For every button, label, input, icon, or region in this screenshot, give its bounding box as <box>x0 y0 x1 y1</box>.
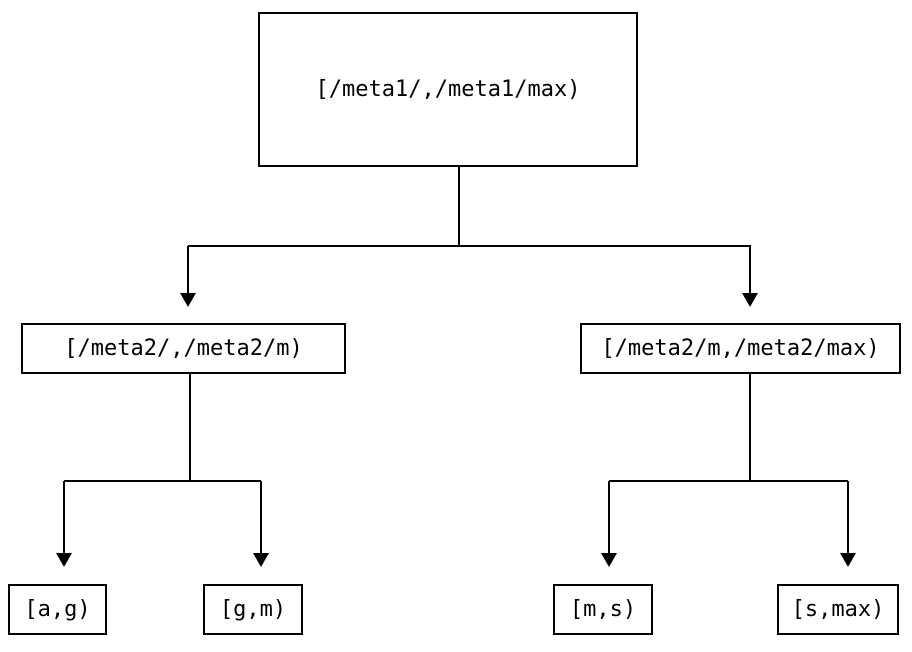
tree-node-leaf-a-g[interactable]: [a,g) <box>8 584 107 635</box>
tree-node-leaf-m-s[interactable]: [m,s) <box>553 584 653 635</box>
arrowhead-leaf-g-m <box>253 553 269 567</box>
tree-node-leaf-s-max-label: [s,max) <box>791 596 885 622</box>
tree-node-leaf-g-m-label: [g,m) <box>219 596 287 622</box>
tree-node-root[interactable]: [/meta1/,/meta1/max) <box>258 12 638 167</box>
arrowhead-root-mid-right <box>742 293 758 307</box>
arrowhead-leaf-a-g <box>56 553 72 567</box>
tree-node-mid-left-label: [/meta2/,/meta2/m) <box>64 335 303 361</box>
tree-node-mid-right-label: [/meta2/m,/meta2/max) <box>601 335 880 361</box>
arrowhead-leaf-m-s <box>601 553 617 567</box>
tree-node-leaf-g-m[interactable]: [g,m) <box>203 584 303 635</box>
arrowhead-root-mid-left <box>180 293 196 307</box>
tree-node-mid-left[interactable]: [/meta2/,/meta2/m) <box>21 323 346 374</box>
arrowhead-leaf-s-max <box>840 553 856 567</box>
tree-node-root-label: [/meta1/,/meta1/max) <box>315 76 581 102</box>
tree-node-leaf-m-s-label: [m,s) <box>569 596 637 622</box>
tree-node-mid-right[interactable]: [/meta2/m,/meta2/max) <box>580 323 901 374</box>
tree-node-leaf-a-g-label: [a,g) <box>24 596 91 622</box>
tree-node-leaf-s-max[interactable]: [s,max) <box>777 584 899 635</box>
